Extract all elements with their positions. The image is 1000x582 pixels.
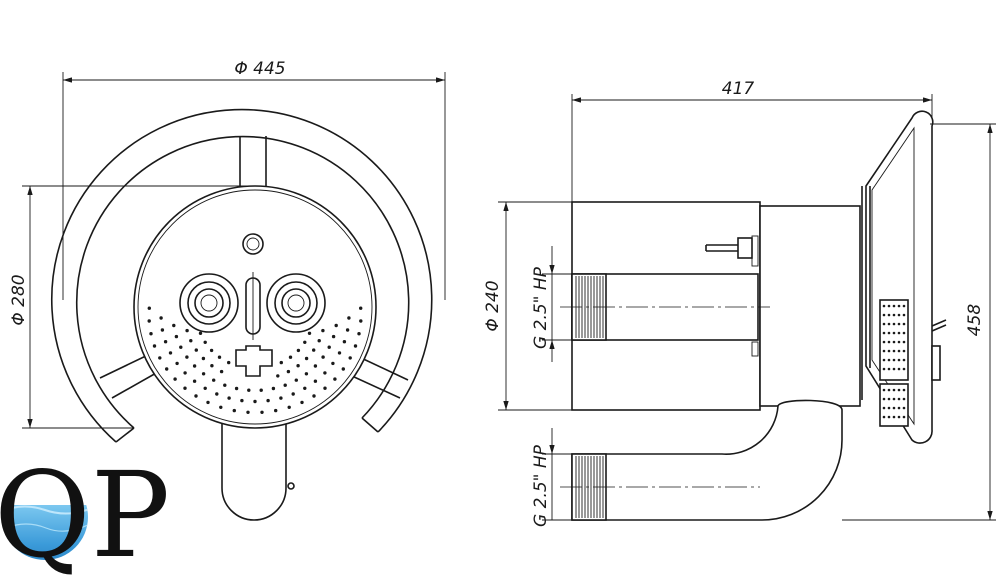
outer-ring	[50, 108, 433, 443]
outer-ring-inner-edge	[75, 135, 410, 429]
dim-length: 417	[571, 79, 933, 274]
ring-spokes	[99, 136, 409, 399]
main-body-circle	[133, 185, 377, 429]
skimmer-face	[861, 110, 947, 444]
dim-inner-diameter-label: Φ 280	[9, 274, 29, 325]
dim-outer-diameter-label: Φ 445	[234, 59, 285, 79]
dim-height: 458	[842, 123, 996, 521]
dim-upper-thread: G 2.5" HP	[531, 246, 572, 362]
qp-logo: QP	[0, 446, 170, 582]
upper-thread-label: G 2.5" HP	[531, 266, 551, 349]
front-perforations	[147, 306, 363, 414]
dim-body-diameter: Φ 240	[483, 201, 572, 411]
lower-thread-label: G 2.5" HP	[531, 444, 551, 527]
dim-outer-diameter: Φ 445	[62, 59, 446, 300]
right-nozzle	[266, 273, 326, 333]
cross-control	[235, 345, 273, 377]
side-flange	[759, 205, 861, 407]
dim-body-diameter-label: Φ 240	[483, 280, 503, 331]
dim-height-label: 458	[965, 304, 985, 337]
top-indicator	[242, 233, 264, 255]
upper-pipe	[560, 273, 770, 341]
front-view: Φ 445 Φ 280	[9, 59, 446, 521]
dim-inner-diameter: Φ 280	[9, 186, 33, 428]
dim-length-label: 417	[722, 79, 755, 99]
side-view: 417 458 Φ 240 G 2.5" HP	[483, 79, 996, 527]
logo-text: QP	[0, 446, 170, 582]
lower-elbow-pipe	[560, 399, 843, 521]
left-nozzle	[179, 273, 239, 333]
front-stem	[221, 417, 287, 521]
dim-lower-thread: G 2.5" HP	[531, 428, 572, 527]
side-connector	[705, 235, 759, 357]
